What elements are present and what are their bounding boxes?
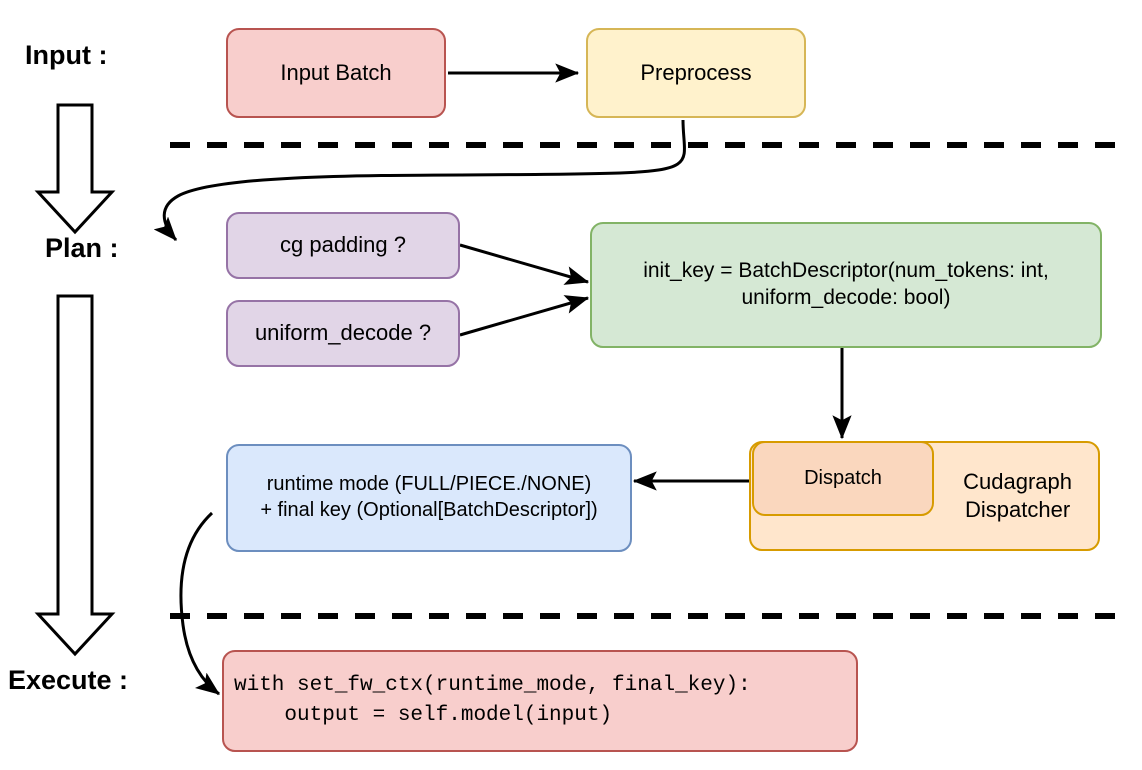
stage-label-execute: Execute :	[8, 665, 129, 695]
node-cg-padding[interactable]: cg padding ?	[226, 212, 460, 279]
input-to-plan-block-arrow	[34, 103, 116, 235]
stage-label-plan: Plan :	[45, 233, 119, 263]
node-input-batch[interactable]: Input Batch	[226, 28, 446, 118]
arrow-cg-padding-to-init-key	[459, 243, 590, 285]
stage-label-input: Input :	[25, 40, 108, 70]
arrow-runtime-mode-to-execute-code	[179, 511, 220, 696]
node-execute-code[interactable]: with set_fw_ctx(runtime_mode, final_key)…	[222, 650, 858, 752]
node-dispatch[interactable]: Dispatch	[752, 441, 934, 516]
node-preprocess[interactable]: Preprocess	[586, 28, 806, 118]
arrow-uniform-decode-to-init-key	[459, 295, 590, 337]
node-uniform-decode[interactable]: uniform_decode ?	[226, 300, 460, 367]
plan-to-execute-block-arrow	[34, 294, 116, 657]
node-init-key[interactable]: init_key = BatchDescriptor(num_tokens: i…	[590, 222, 1102, 348]
node-runtime-mode[interactable]: runtime mode (FULL/PIECE./NONE) + final …	[226, 444, 632, 552]
